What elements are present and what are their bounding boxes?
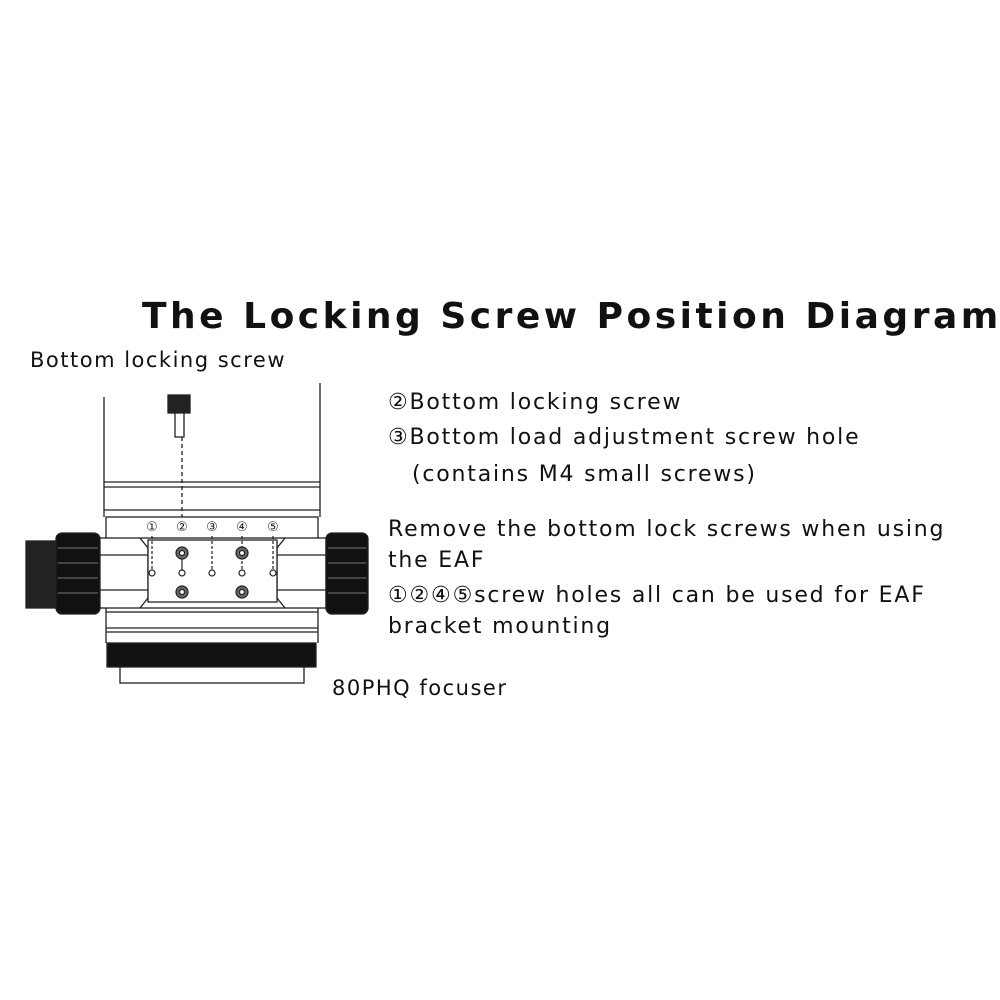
focuser-label: 80PHQ focuser xyxy=(332,676,508,700)
note-line-2: ③Bottom load adjustment screw hole xyxy=(388,425,861,450)
hole-number-5: ⑤ xyxy=(267,520,279,535)
hole-number-3: ③ xyxy=(206,520,218,535)
hole-5 xyxy=(269,569,277,577)
hole-number-4: ④ xyxy=(236,520,248,535)
locking-screw-icon xyxy=(167,394,191,553)
hole-3 xyxy=(208,569,216,577)
right-focus-knob xyxy=(325,532,369,615)
hole-1 xyxy=(148,569,156,577)
bottom-locking-screw-label: Bottom locking screw xyxy=(30,348,286,372)
focuser-tube xyxy=(103,383,321,517)
hole-number-2: ② xyxy=(176,520,188,535)
note-line-4: Remove the bottom lock screws when using xyxy=(388,517,946,542)
hole-4 xyxy=(238,569,246,577)
diagram-title: The Locking Screw Position Diagram xyxy=(142,296,1000,337)
note-line-5: the EAF xyxy=(388,548,486,573)
hole-number-1: ① xyxy=(146,520,158,535)
note-line-7: bracket mounting xyxy=(388,614,612,639)
note-line-6: ①②④⑤screw holes all can be used for EAF xyxy=(388,583,926,608)
hole-2 xyxy=(178,569,186,577)
note-line-1: ②Bottom locking screw xyxy=(388,390,683,415)
left-focus-knob xyxy=(25,532,101,615)
screw-holes xyxy=(148,536,277,599)
note-line-3: (contains M4 small screws) xyxy=(412,462,757,487)
